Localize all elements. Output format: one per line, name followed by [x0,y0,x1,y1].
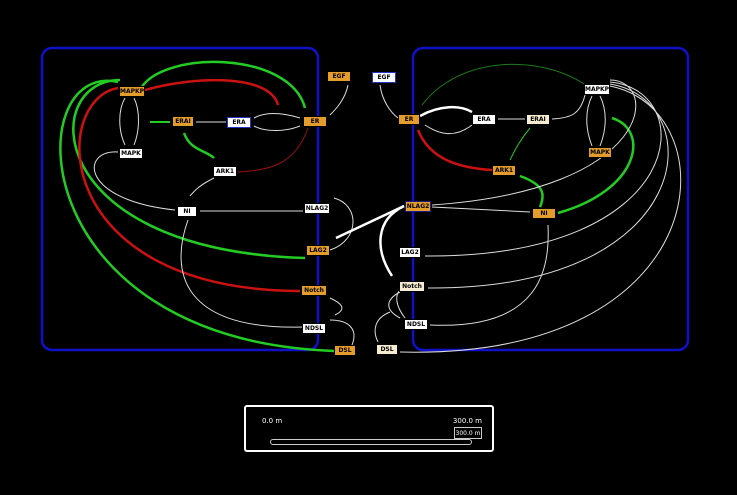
node-right-ndsl[interactable]: NDSL [404,319,428,330]
edge-mapk-mapkp [133,97,139,146]
edge-mapkp-mapk [119,97,126,146]
edge-r-mapk-mapkp [599,95,606,147]
edge-r-ndsl-notch [396,289,406,319]
node-right-nlag2[interactable]: NLAG2 [405,201,431,212]
edge-r-nlag2-ni [431,206,531,213]
node-left-nlag2[interactable]: NLAG2 [304,203,330,214]
edge-r-era-er [424,124,473,135]
edge-r-mapkp-notch [427,83,669,289]
edge-r-er-era-thick [419,106,473,118]
node-right-erai[interactable]: ERAI [526,114,550,125]
node-left-dsl[interactable]: DSL [334,345,356,356]
edge-r-erai-mapkp [551,94,586,120]
edge-ni-mapk [93,151,176,211]
edge-r-mapkp-mapk [586,95,593,147]
edge-r-mapkp-dsl [399,85,682,353]
node-right-mapk[interactable]: MAPK [588,147,612,158]
edge-r-egf-er [379,84,399,119]
edge-r-mapkp-er-green [421,63,585,106]
edge-era-er [253,125,301,131]
node-right-mapkp[interactable]: MAPKP [584,84,610,95]
node-right-ark1[interactable]: ARK1 [492,165,516,176]
node-right-lag2[interactable]: LAG2 [399,247,421,258]
node-left-lag2[interactable]: LAG2 [306,245,330,256]
edge-egf-er [329,84,349,116]
node-left-ni[interactable]: NI [177,206,197,217]
edge-dsl-ndsl [329,319,355,346]
node-left-ark1[interactable]: ARK1 [213,166,237,177]
node-right-ni[interactable]: NI [532,208,556,219]
edge-mapkp-to-lag2-green [72,78,306,260]
edge-r-erai-ark1-green [509,127,531,161]
edge-r-er-ark1-red [416,129,493,172]
edge-r-mapkp-nlag2 [431,79,637,206]
edge-notch-to-nlag2-cross [379,204,405,277]
node-right-dsl[interactable]: DSL [376,344,398,355]
edge-er-era [253,113,301,119]
edge-r-ndsl-ni [429,224,549,326]
node-right-er[interactable]: ER [398,114,420,125]
edge-r-mapk-ni-green [557,116,635,215]
edge-r-notch-ndsl [388,291,401,319]
edge-mapkp-to-er-red [144,78,280,106]
node-left-ndsl[interactable]: NDSL [302,323,326,334]
edge-r-mapkp-lag2 [424,81,662,257]
time-slider-panel: 0.0 m 300.0 m 300.0 m [244,405,494,452]
edge-ndsl-ni [180,219,303,328]
time-end-label: 300.0 m [452,417,482,425]
node-left-egf[interactable]: EGF [327,71,351,82]
left-cell-compartment [40,46,320,352]
node-right-egf[interactable]: EGF [372,72,396,83]
edge-lag2-nlag2 [329,197,354,251]
edge-notch-ndsl [329,297,343,316]
node-right-era[interactable]: ERA [472,114,496,125]
node-left-mapk[interactable]: MAPK [119,148,143,159]
edge-r-ark1-ni-green [519,174,544,208]
node-right-notch[interactable]: Notch [399,281,425,292]
right-cell-compartment [411,46,690,352]
edge-ark1-to-er-red [237,127,309,173]
node-left-mapkp[interactable]: MAPKP [119,86,145,97]
node-left-erai[interactable]: ERAI [172,116,194,127]
time-slider-thumb[interactable]: 300.0 m [454,427,482,439]
edge-er-to-mapkp-green [138,60,307,109]
node-left-era[interactable]: ERA [227,117,251,128]
node-left-er[interactable]: ER [303,116,327,127]
edge-ark1-ni [189,177,215,197]
time-start-label: 0.0 m [262,417,283,425]
edge-r-dsl-ndsl [374,311,391,343]
edge-mapkp-to-notch-red [78,86,301,293]
node-left-notch[interactable]: Notch [301,285,327,296]
time-slider-track[interactable] [270,439,472,445]
edge-erai-to-ark1-green [182,132,215,159]
edge-lag2-to-nlag2-cross [335,204,405,240]
edge-mapkp-to-dsl-green [59,79,336,353]
